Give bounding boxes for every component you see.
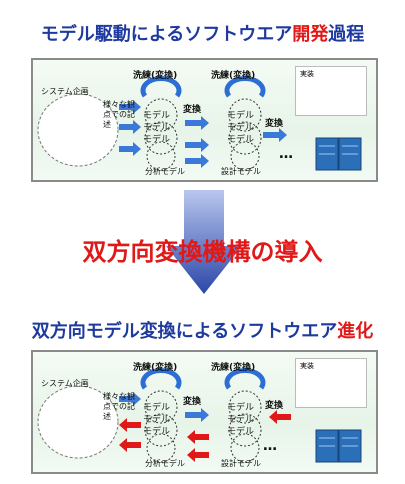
- design-model-label: 設計モデル: [221, 459, 261, 468]
- viewpoints-label: 様々な観点での記述: [103, 392, 135, 421]
- viewpoints-label: 様々な観点での記述: [103, 100, 135, 129]
- refine-label-2: 洗練(変換): [211, 71, 256, 81]
- big-down-arrow: [166, 190, 242, 294]
- analysis-model-label: 分析モデル: [145, 167, 185, 176]
- model-circle: [230, 433, 260, 463]
- ellipsis-label: …: [263, 438, 277, 454]
- model-circle: [228, 413, 262, 447]
- arrow-right: [119, 120, 141, 134]
- transform-label-1: 変換: [183, 397, 202, 407]
- design-model-label: 設計モデル: [221, 167, 261, 176]
- model-stack-1: モデルモデルモデル: [143, 111, 171, 145]
- refine-arrow-2: [224, 368, 266, 390]
- transform-label-2: 変換: [265, 401, 284, 411]
- analysis-model-label: 分析モデル: [145, 459, 185, 468]
- arrow-left-red: [187, 448, 209, 462]
- model-circle: [144, 98, 178, 132]
- diagram-panel-bottom: システム企画 様々な観点での記述 洗練(変換) 洗練(変換) 変換 変換 モデル…: [31, 350, 378, 474]
- model-stack-2: モデルモデルモデル: [227, 111, 255, 145]
- model-stack-1: モデルモデルモデル: [143, 403, 171, 437]
- implementation-doc: 実装: [295, 358, 367, 408]
- implementation-doc: 実装: [295, 66, 367, 116]
- system-plan-label: システム企画: [41, 379, 89, 388]
- model-stack-2: モデルモデルモデル: [227, 403, 255, 437]
- refine-label-1: 洗練(変換): [133, 71, 178, 81]
- model-circle: [144, 121, 178, 155]
- arrow-right: [263, 128, 287, 142]
- middle-label: 双方向変換機構の導入: [82, 238, 323, 266]
- model-circle: [230, 141, 260, 171]
- refine-arrow-1: [140, 76, 182, 98]
- arrow-right: [185, 408, 209, 422]
- cloud-shape: [37, 93, 119, 167]
- transform-label-2: 変換: [265, 119, 284, 129]
- arrow-left-red: [119, 418, 141, 432]
- arrow-right: [119, 142, 141, 156]
- system-plan-label: システム企画: [41, 87, 89, 96]
- ellipsis-label: …: [279, 146, 293, 162]
- arrow-left-red: [119, 438, 141, 452]
- transform-label-1: 変換: [183, 105, 202, 115]
- refine-arrow-2: [224, 76, 266, 98]
- panel-top-graphics: [37, 76, 362, 171]
- arrow-left-red: [269, 410, 291, 424]
- model-circle: [228, 390, 262, 424]
- refine-label-1: 洗練(変換): [133, 363, 178, 373]
- cloud-shape: [37, 385, 119, 459]
- title-bottom: 双方向モデル変換によるソフトウエア進化: [31, 321, 374, 342]
- model-circle: [228, 121, 262, 155]
- title-top: モデル駆動によるソフトウエア開発過程: [40, 24, 365, 45]
- arrow-right: [185, 116, 209, 130]
- diagram-panel-top: システム企画 様々な観点での記述 洗練(変換) 洗練(変換) 変換 変換 モデル…: [31, 58, 378, 182]
- arrow-right: [185, 138, 209, 152]
- model-circle: [144, 390, 178, 424]
- model-circle: [144, 413, 178, 447]
- arrow-right: [119, 392, 141, 406]
- model-circle: [228, 98, 262, 132]
- arrow-left-red: [187, 430, 209, 444]
- model-circle: [146, 141, 176, 171]
- model-circle: [146, 433, 176, 463]
- refine-arrow-1: [140, 368, 182, 390]
- panel-bottom-graphics: [37, 368, 362, 463]
- arrow-right: [119, 100, 141, 114]
- arrow-right: [185, 154, 209, 168]
- refine-label-2: 洗練(変換): [211, 363, 256, 373]
